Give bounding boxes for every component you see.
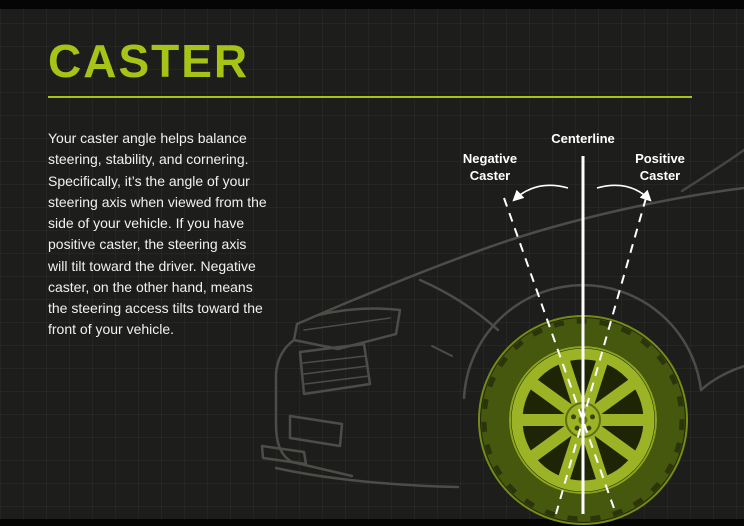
negative-caster-arrow (512, 184, 569, 202)
car-lower-intake (288, 414, 344, 448)
negative-caster-dashed-line (503, 197, 617, 515)
car-fender-crease (418, 278, 500, 332)
positive-caster-dashed-line (555, 197, 647, 515)
title-underline (48, 96, 692, 98)
car-hood-line (316, 186, 744, 317)
negative-caster-label: Negative Caster (462, 151, 518, 183)
car-windshield-line (680, 148, 744, 193)
positive-caster-arrow (596, 184, 652, 202)
car-splitter (260, 444, 308, 466)
car-grille (298, 342, 372, 396)
caster-annotation-lines (503, 156, 652, 515)
car-bumper (274, 338, 354, 478)
caster-description-text: Your caster angle helps balance steering… (48, 130, 267, 338)
car-side-illustration (260, 148, 744, 489)
positive-caster-label: Positive Caster (635, 151, 685, 183)
car-underbody-line (274, 466, 460, 489)
bottom-frame-bar (0, 519, 744, 526)
page-title: CASTER (48, 35, 250, 87)
car-fender-vent (431, 345, 453, 357)
car-headlight-detail (303, 317, 391, 331)
car-wheel-arch (462, 283, 703, 400)
top-frame-bar (0, 0, 744, 9)
car-grille-slats (302, 355, 370, 385)
centerline-label: Centerline (551, 131, 615, 146)
car-body-right (699, 364, 744, 392)
